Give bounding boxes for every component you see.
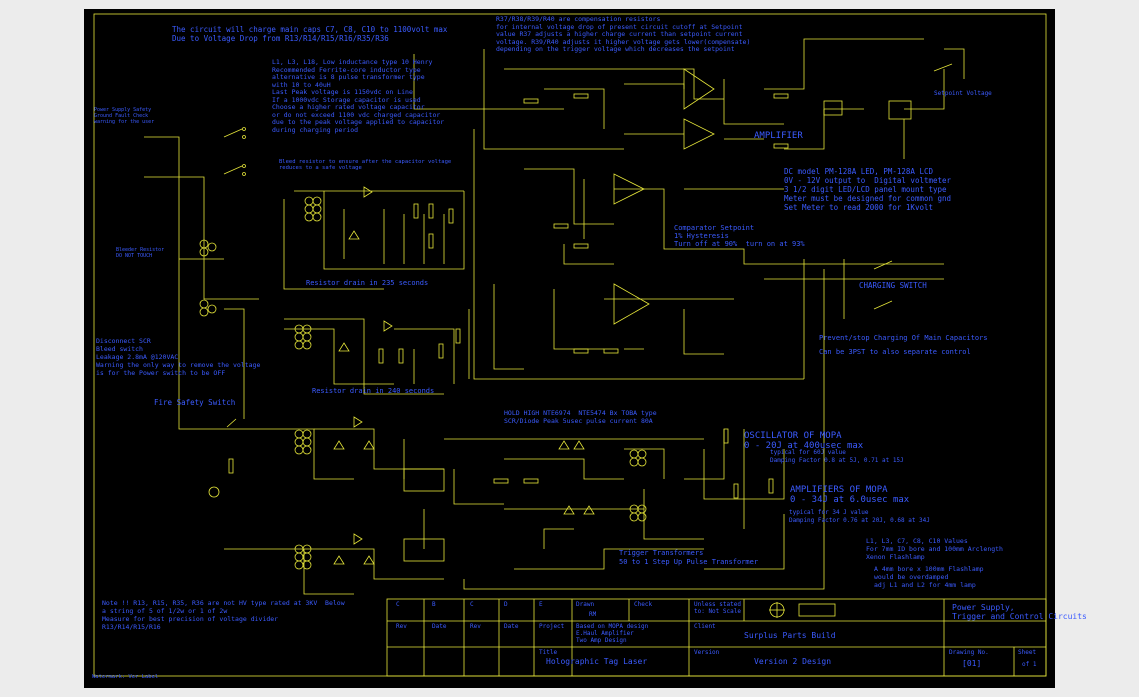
tb-drawing-label: Drawing No. [949,649,989,656]
tb-version-value: Version 2 Design [754,657,832,666]
oscillator-title: OSCILLATOR OF MOPA 0 - 20J at 400usec ma… [744,431,864,451]
tb-col-1: C [396,601,400,608]
tb-col-5: E [539,601,543,608]
amplifiers-detail: typical for 34 J value Damping Factor 0.… [789,509,930,524]
tb-col-2: B [432,601,436,608]
note-compensation: R37/R38/R39/R40 are compensation resisto… [496,15,751,53]
hv-supply-note: Bleeder Resistor DO NOT TOUCH [116,247,165,259]
tb-col-4: D [504,601,508,608]
tb-drawn-value: RM [589,611,597,618]
tb-date-1: Date [432,623,447,630]
note-bleeder: Bleed resistor to ensure after the capac… [279,159,452,171]
tb-drawn-label: Drawn [576,601,595,608]
tb-col-3: C [470,601,474,608]
footer-note: Watermark: Ver Label [92,674,159,680]
note-surge: The circuit will charge main caps C7, C8… [172,25,448,43]
tb-tolerance: Unless stated to: Not Scale [694,601,741,615]
note-inductance: L1, L3, L18, Low inductance type 10 Henr… [272,58,433,89]
tb-sheet-title: Power Supply, Trigger and Control Circui… [952,603,1087,621]
comparator-note: Comparator Setpoint 1% Hysteresis Turn o… [674,224,805,248]
tb-sheet-label: Sheet [1018,649,1037,656]
voltmeter-note: DC model PM-128A LED, PM-128A LCD 0V - 1… [784,167,952,212]
tb-client-label: Client [694,623,716,630]
schematic-wires [93,13,1047,677]
tb-drawing-value: [01] [962,659,982,668]
tb-rev-2: Rev [470,623,481,630]
note-fire-safety: Fire Safety Switch [154,398,236,407]
diode-symbols [333,186,595,565]
tb-version-label: Version [694,649,720,656]
tb-rev-1: Rev [396,623,407,630]
resistor-drain-1: Resistor drain in 235 seconds [306,279,429,287]
title-block-frame [386,598,1047,677]
charging-switch-label: CHARGING SWITCH [859,281,927,290]
opamp-symbols [613,68,715,325]
tb-project-label: Project [539,623,565,630]
oscillator-detail: typical for 60J value Damping Factor 0.8… [770,449,904,464]
resistor-drain-2: Resistor drain in 240 seconds [312,387,435,395]
tb-title-value: Holographic Tag Laser [546,657,648,666]
note-peak: Last Peak voltage is 1150vdc on Line If … [272,88,445,134]
tb-check-label: Check [634,601,653,608]
note-r13: Note !! R13, R15, R35, R36 are not HV ty… [102,599,345,631]
tb-date-2: Date [504,623,519,630]
tb-sheet-value: of 1 [1022,661,1037,668]
crowbar-note: Disconnect SCR Bleed switch Leakage 2.8m… [96,337,261,377]
tb-project-note: Based on MOPA design E.Haul Amplifier Tw… [576,623,649,644]
tb-title-label: Title [539,649,558,656]
flashlamp-note: L1, L3, C7, C8, C10 Values For 7mm ID bo… [866,537,1003,561]
safety-note: Power Supply Safety Ground Fault Check w… [94,107,155,125]
passive-symbols [207,93,912,562]
transformer-symbols [199,196,647,570]
trigger-transformer-note: Trigger Transformers 50 to 1 Step Up Pul… [619,549,759,566]
amplifier-label: AMPLIFIER [754,131,803,141]
flashlamp-note-2: A 4mm bore x 100mm Flashlamp would be ov… [874,565,984,589]
scr-note: HOLD HIGH NTE6974 NTE5474 Bx TOBA type S… [504,409,657,425]
tb-client-value: Surplus Parts Build [744,631,836,640]
prevent-charging-note: Prevent/stop Charging Of Main Capacitors… [819,334,988,356]
schematic-sheet: The circuit will charge main caps C7, C8… [84,9,1087,688]
switch-symbols [223,63,953,428]
setpoint-note: Setpoint Voltage [934,90,992,97]
amplifiers-title: AMPLIFIERS OF MOPA 0 - 34J at 6.0usec ma… [790,485,910,505]
